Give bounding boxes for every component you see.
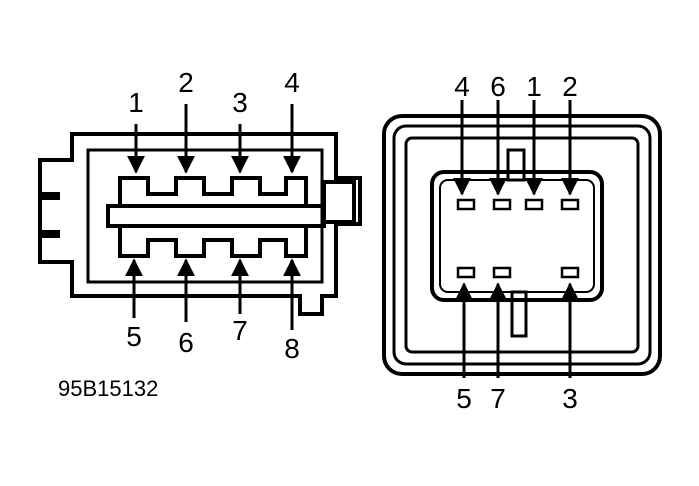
- left-label-7: 7: [232, 315, 248, 346]
- left-connector-shell: [38, 132, 362, 316]
- right-connector-middle-shell: [392, 124, 652, 366]
- left-lower-terminal-row: [118, 226, 308, 258]
- left-bottom-labels: 5 6 7 8: [126, 315, 300, 364]
- left-connector: [38, 132, 362, 316]
- right-label-2: 2: [562, 71, 578, 102]
- left-connector-inner-shell: [86, 148, 324, 284]
- left-bottom-arrows: [125, 258, 301, 330]
- right-slot-7: [492, 266, 512, 279]
- right-label-7: 7: [490, 383, 506, 414]
- right-connector-inner-shell: [404, 136, 640, 354]
- right-terminal-cavity: [430, 170, 604, 302]
- left-connector-tab: [322, 180, 356, 224]
- left-label-8: 8: [284, 333, 300, 364]
- right-slot-4: [456, 198, 476, 211]
- right-top-labels: 4 6 1 2: [454, 71, 578, 102]
- right-label-6: 6: [490, 71, 506, 102]
- left-label-3: 3: [232, 87, 248, 118]
- right-label-3: 3: [562, 383, 578, 414]
- right-terminal-cavity-inner: [439, 179, 595, 293]
- right-connector: [382, 114, 662, 376]
- right-connector-outer-shell: [382, 114, 662, 376]
- left-label-5: 5: [126, 321, 142, 352]
- right-slot-3: [560, 266, 580, 279]
- left-label-2: 2: [178, 67, 194, 98]
- right-bottom-arrows: [455, 282, 579, 378]
- left-label-6: 6: [178, 327, 194, 358]
- left-top-arrows: [127, 104, 301, 174]
- left-label-4: 4: [284, 67, 300, 98]
- left-top-labels: 1 2 3 4: [128, 67, 300, 118]
- right-top-arrows: [453, 100, 579, 196]
- right-bottom-key: [510, 290, 528, 338]
- left-center-bar: [106, 204, 326, 228]
- right-slot-5: [456, 266, 476, 279]
- right-bottom-labels: 5 7 3: [456, 383, 578, 414]
- right-top-key: [506, 148, 526, 182]
- left-label-1: 1: [128, 87, 144, 118]
- right-label-4: 4: [454, 71, 470, 102]
- right-label-1: 1: [526, 71, 542, 102]
- figure-code: 95B15132: [58, 376, 158, 401]
- left-upper-terminal-row: [118, 176, 308, 206]
- right-slot-1: [524, 198, 544, 211]
- right-label-5: 5: [456, 383, 472, 414]
- right-slot-6: [492, 198, 512, 211]
- right-slot-2: [560, 198, 580, 211]
